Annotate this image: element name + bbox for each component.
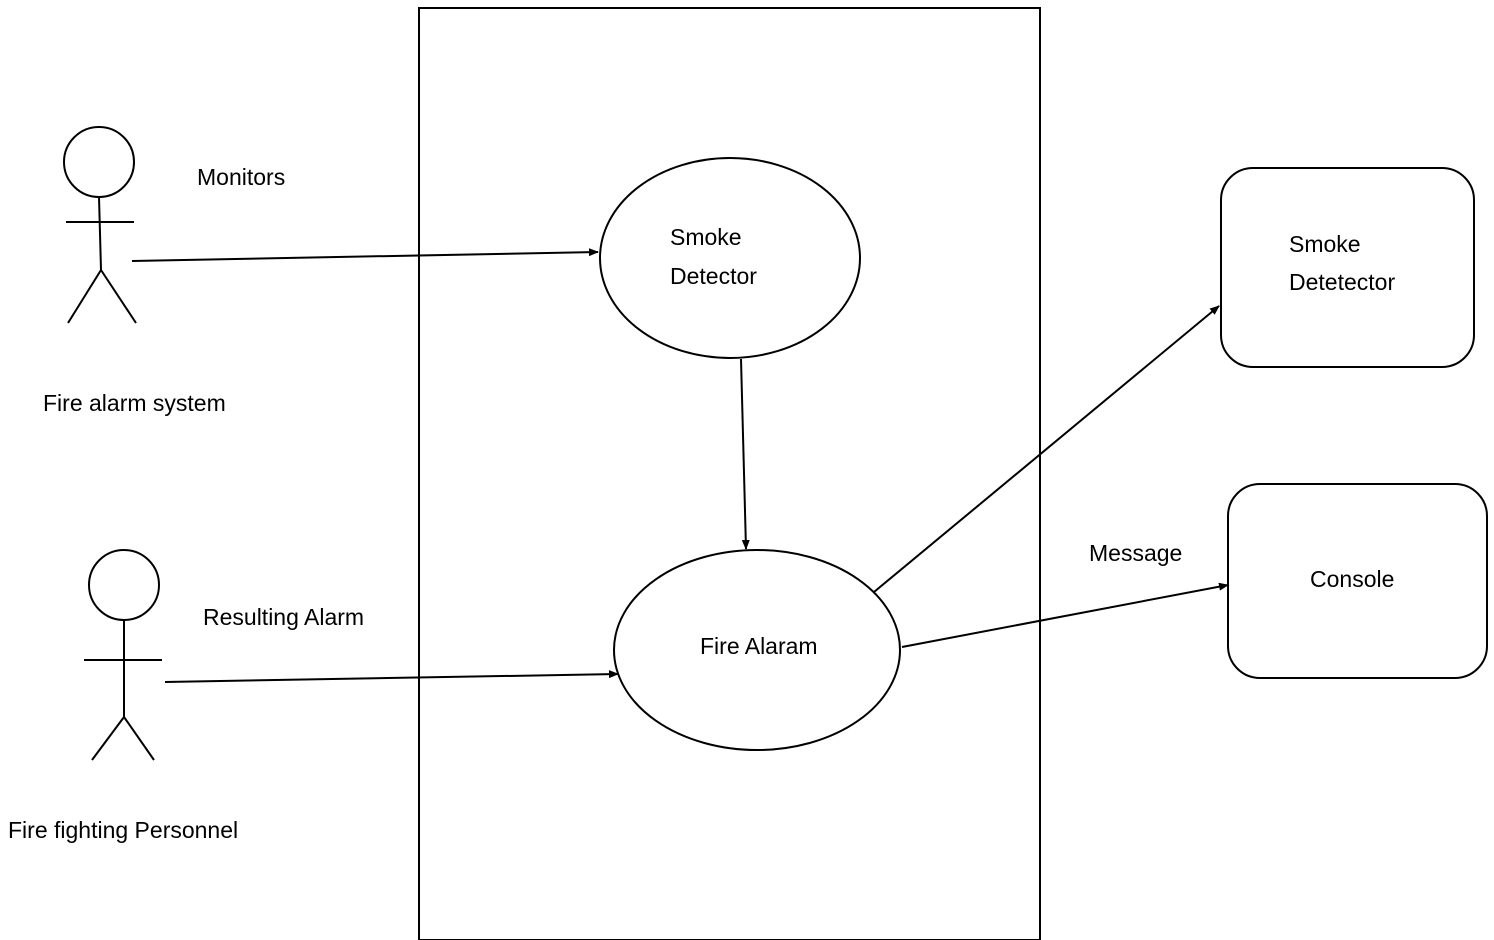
actor-head — [63, 126, 135, 198]
connector-label-monitors: Monitors — [197, 164, 285, 190]
external-smoke-detector-box[interactable] — [1220, 167, 1475, 368]
connector-monitors — [131, 248, 599, 262]
use-case-smoke-detector-line1: Smoke — [670, 224, 742, 250]
connector-alarm-to-smoke-box — [873, 305, 1220, 593]
actor-label-fire-alarm-system: Fire alarm system — [43, 390, 226, 416]
use-case-smoke-detector-line2: Detector — [670, 263, 757, 289]
external-console-label: Console — [1310, 566, 1394, 592]
connector-resulting-alarm — [164, 670, 619, 683]
actor-label-fire-fighting-personnel: Fire fighting Personnel — [8, 817, 238, 843]
actor-left-leg — [67, 269, 102, 324]
connector-message — [901, 582, 1229, 648]
actor-right-leg — [123, 716, 155, 761]
connector-detector-to-alarm — [740, 358, 750, 550]
use-case-smoke-detector[interactable] — [599, 157, 861, 359]
actor-right-leg — [100, 269, 137, 324]
connector-label-resulting-alarm: Resulting Alarm — [203, 604, 364, 630]
system-boundary — [418, 7, 1041, 940]
actor-body — [98, 196, 102, 271]
external-smoke-detector-line2: Detetector — [1289, 269, 1395, 295]
actor-fire-alarm-system[interactable] — [63, 126, 137, 324]
actor-head — [88, 549, 160, 621]
external-console-box[interactable] — [1227, 483, 1488, 679]
use-case-fire-alarm[interactable] — [613, 549, 901, 751]
actor-fire-fighting-personnel[interactable] — [84, 549, 162, 761]
external-smoke-detector-line1: Smoke — [1289, 231, 1361, 257]
actor-left-leg — [91, 716, 125, 761]
connector-label-message: Message — [1089, 540, 1182, 566]
use-case-fire-alarm-label: Fire Alaram — [700, 633, 818, 659]
